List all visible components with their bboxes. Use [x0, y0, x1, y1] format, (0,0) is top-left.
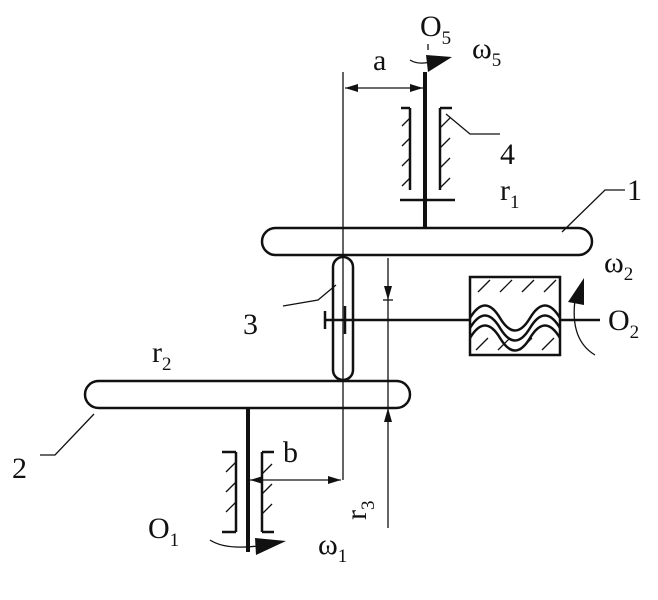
label-O5: O5: [420, 10, 451, 49]
label-omega1: ω1: [318, 528, 347, 567]
label-r3: r3: [340, 501, 379, 521]
leader-4: [445, 113, 500, 135]
label-O2: O2: [608, 304, 639, 343]
label-4: 4: [500, 138, 515, 171]
label-b: b: [283, 436, 298, 469]
omega5-arrowhead-icon: [426, 55, 452, 72]
label-omega5: ω5: [472, 32, 501, 71]
label-r1: r1: [500, 174, 520, 213]
lower-bearing-hatch: [225, 461, 273, 515]
upper-shaft-assembly: [400, 72, 500, 228]
screw-thread-upper: [468, 304, 562, 332]
label-a: a: [373, 44, 386, 77]
screw-thread-mid: [468, 314, 562, 342]
label-2: 2: [12, 452, 27, 485]
leader-2: [40, 413, 95, 456]
screw-thread-lower: [468, 324, 562, 352]
disc-1: [260, 226, 594, 257]
label-1: 1: [627, 174, 642, 207]
omega5-arrow: [409, 44, 452, 72]
leader-3: [282, 284, 337, 307]
lower-shaft-assembly: [222, 408, 274, 552]
disc-2: [83, 379, 412, 410]
label-O1: O1: [148, 512, 179, 551]
omega2-arc: [573, 299, 596, 356]
screw-housing: [468, 275, 600, 357]
label-r2: r2: [152, 336, 172, 375]
omega2-arrowhead-icon: [568, 278, 584, 305]
label-omega2: ω2: [604, 246, 633, 285]
label-3: 3: [243, 308, 258, 341]
leader-1: [561, 189, 625, 233]
omega1-arc: [209, 539, 259, 548]
omega1-arrowhead-icon: [255, 538, 286, 555]
upper-bearing-hatch: [401, 117, 451, 189]
